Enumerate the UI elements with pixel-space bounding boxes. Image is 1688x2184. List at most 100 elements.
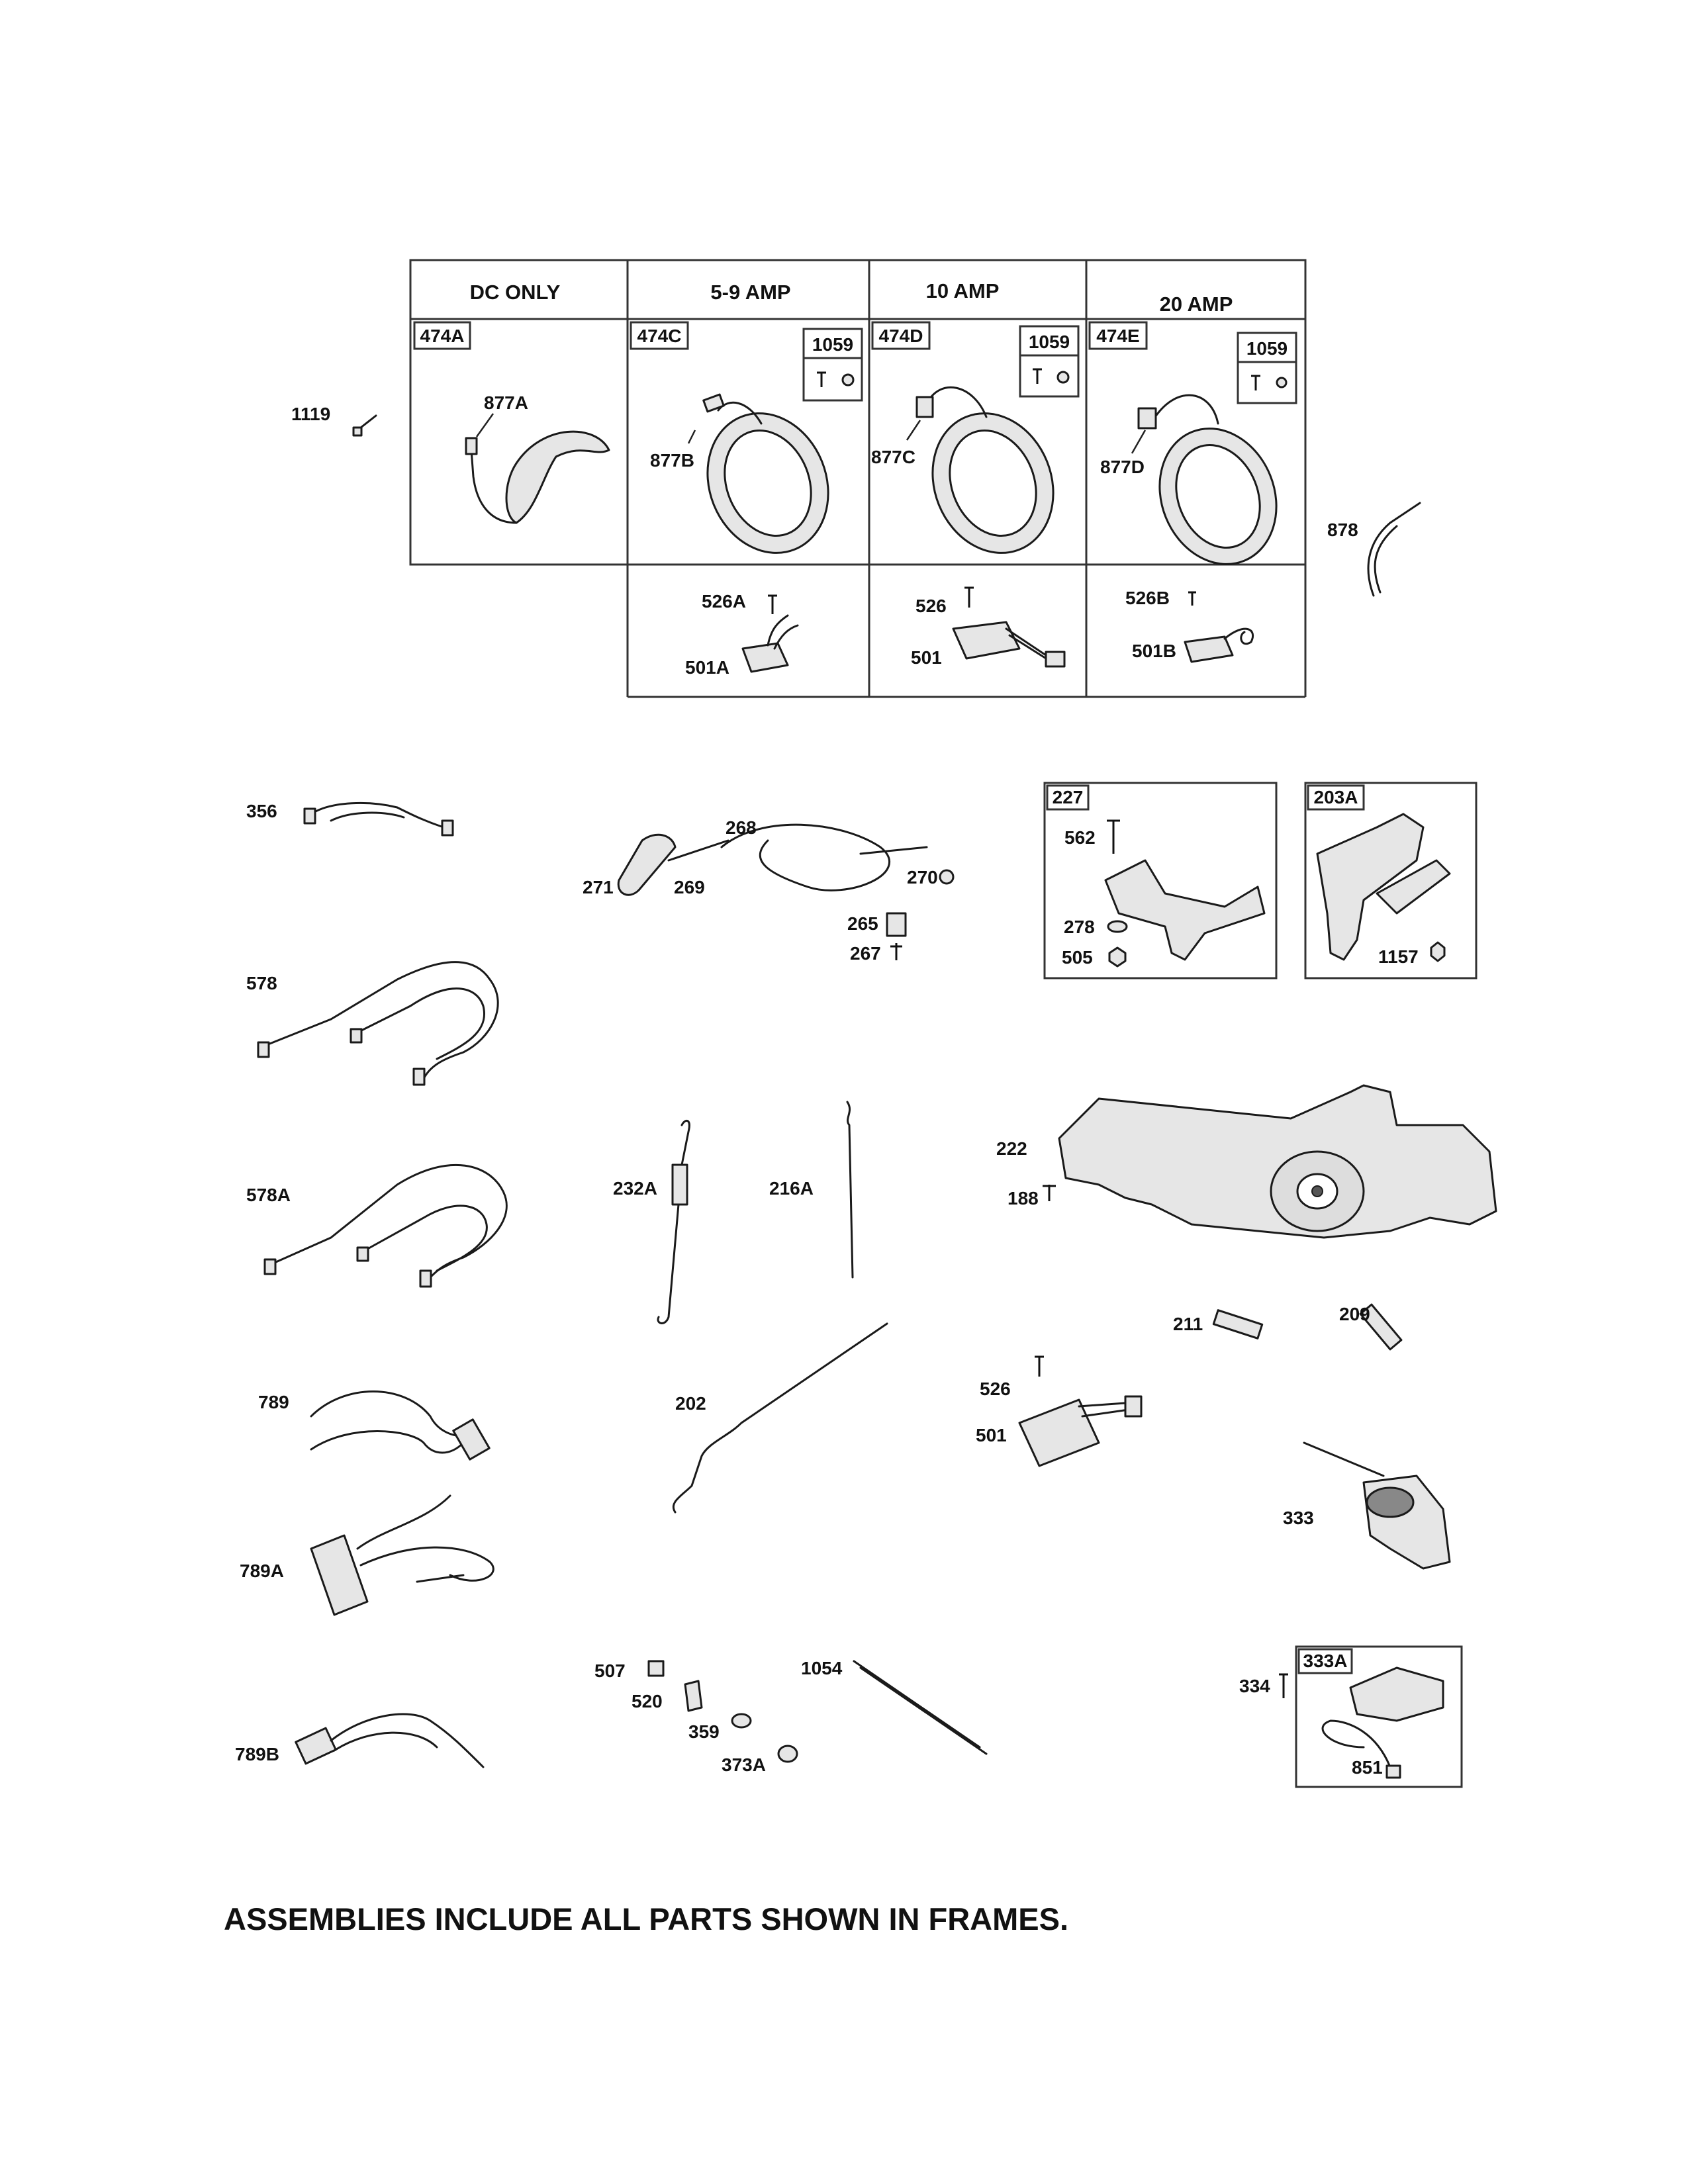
frame-label-333A: 333A: [1303, 1651, 1348, 1671]
regulator-501A: [741, 594, 799, 673]
hardware-box-1059-c: 1059: [802, 328, 863, 402]
regulator-501B: [1184, 591, 1254, 663]
part-1054-cable-tie: [853, 1660, 988, 1755]
callout-271: 271: [583, 877, 614, 897]
alternator-table: DC ONLY 5-9 AMP 10 AMP 20 AMP 474A 474C …: [409, 259, 1307, 698]
frame-label-474E: 474E: [1096, 326, 1139, 346]
part-216A: [846, 1101, 854, 1279]
callout-578A: 578A: [246, 1185, 291, 1205]
callout-278: 278: [1064, 917, 1095, 937]
callout-526A: 526A: [702, 591, 746, 612]
screw-icon: [1251, 375, 1260, 390]
callout-877C: 877C: [871, 447, 915, 467]
callout-356: 356: [246, 801, 277, 821]
frame-tag-474C: [630, 321, 689, 350]
part-789B: [295, 1713, 485, 1768]
frame-label-474A: 474A: [420, 326, 465, 346]
part-333-ignition: [1303, 1441, 1451, 1570]
frame-tag-474E: [1088, 321, 1148, 350]
hardware-label-1059-e: 1059: [1246, 338, 1288, 359]
callout-520: 520: [632, 1691, 663, 1711]
callout-1054: 1054: [801, 1658, 843, 1678]
frame-333A: 333A: [1295, 1645, 1463, 1788]
part-789: [310, 1390, 491, 1461]
part-1119: [352, 414, 377, 437]
frame-label-203A: 203A: [1314, 787, 1358, 807]
callout-267: 267: [850, 943, 881, 964]
stator-474D: [906, 386, 1055, 554]
table-outer-frame: [409, 259, 1307, 566]
header-5-9-amp: 5-9 AMP: [710, 281, 790, 304]
part-501-regulator: [1018, 1355, 1143, 1467]
callout-851: 851: [1352, 1757, 1383, 1778]
callout-1119: 1119: [291, 404, 330, 424]
callout-526: 526: [915, 596, 947, 616]
callout-877A: 877A: [484, 392, 528, 413]
callout-526-b: 526: [980, 1379, 1011, 1399]
part-202: [673, 1322, 888, 1514]
callout-877D: 877D: [1100, 457, 1145, 477]
callout-188: 188: [1008, 1188, 1039, 1208]
hardware-label-1059-d: 1059: [1029, 332, 1070, 352]
screw-icon: [1033, 368, 1042, 384]
callout-501-b: 501: [976, 1425, 1007, 1445]
callout-501: 501: [911, 647, 942, 668]
hardware-label-1059-c: 1059: [812, 334, 853, 355]
stator-474E: [1131, 394, 1278, 565]
frame-tag-474A: [413, 321, 471, 350]
nut-icon: [841, 373, 855, 387]
callout-562: 562: [1064, 827, 1096, 848]
callout-209: 209: [1339, 1304, 1370, 1324]
part-232A: [657, 1120, 690, 1324]
small-hardware-group: [647, 1660, 798, 1763]
callout-1157: 1157: [1378, 946, 1419, 967]
callout-507: 507: [594, 1661, 626, 1681]
callout-265: 265: [847, 913, 878, 934]
part-356: [303, 801, 454, 837]
callout-334: 334: [1239, 1676, 1270, 1696]
callout-789B: 789B: [235, 1744, 279, 1764]
part-578A: [263, 1163, 508, 1288]
part-334: [1279, 1673, 1288, 1698]
callout-373A: 373A: [722, 1754, 766, 1775]
hardware-box-1059-e: 1059: [1237, 332, 1297, 404]
dc-stator-part: [465, 413, 610, 524]
frame-label-474D: 474D: [879, 326, 923, 346]
nut-icon: [1276, 377, 1288, 388]
callout-222: 222: [996, 1138, 1027, 1159]
callout-578: 578: [246, 973, 277, 993]
callout-878: 878: [1327, 520, 1358, 540]
callout-359: 359: [688, 1721, 720, 1742]
callout-501B: 501B: [1132, 641, 1176, 661]
frame-label-227: 227: [1053, 787, 1084, 807]
callout-505: 505: [1062, 947, 1093, 968]
header-10-amp: 10 AMP: [926, 279, 1000, 302]
screw-icon: [817, 371, 826, 387]
frame-tag-474D: [871, 321, 931, 350]
header-dc-only: DC ONLY: [470, 281, 561, 304]
part-209: [1359, 1303, 1403, 1351]
part-578: [257, 961, 499, 1086]
hardware-box-1059-d: 1059: [1019, 325, 1080, 398]
callout-789A: 789A: [240, 1561, 284, 1581]
part-878: [1367, 502, 1421, 597]
callout-269: 269: [674, 877, 705, 897]
callout-333: 333: [1283, 1508, 1314, 1528]
callout-270: 270: [907, 867, 938, 887]
frame-label-474C: 474C: [637, 326, 682, 346]
part-222-control-bracket: [1043, 1084, 1497, 1239]
callout-789: 789: [258, 1392, 289, 1412]
callout-232A: 232A: [613, 1178, 657, 1199]
callout-216A: 216A: [769, 1178, 814, 1199]
callout-211: 211: [1173, 1314, 1203, 1334]
callout-501A: 501A: [685, 657, 729, 678]
callout-202: 202: [675, 1393, 706, 1414]
header-20-amp: 20 AMP: [1160, 293, 1233, 316]
callout-526B: 526B: [1125, 588, 1170, 608]
frame-227: 227: [1043, 782, 1278, 979]
callout-268: 268: [726, 817, 757, 838]
throttle-cable-assembly: [617, 823, 955, 960]
nut-icon: [1056, 371, 1070, 384]
